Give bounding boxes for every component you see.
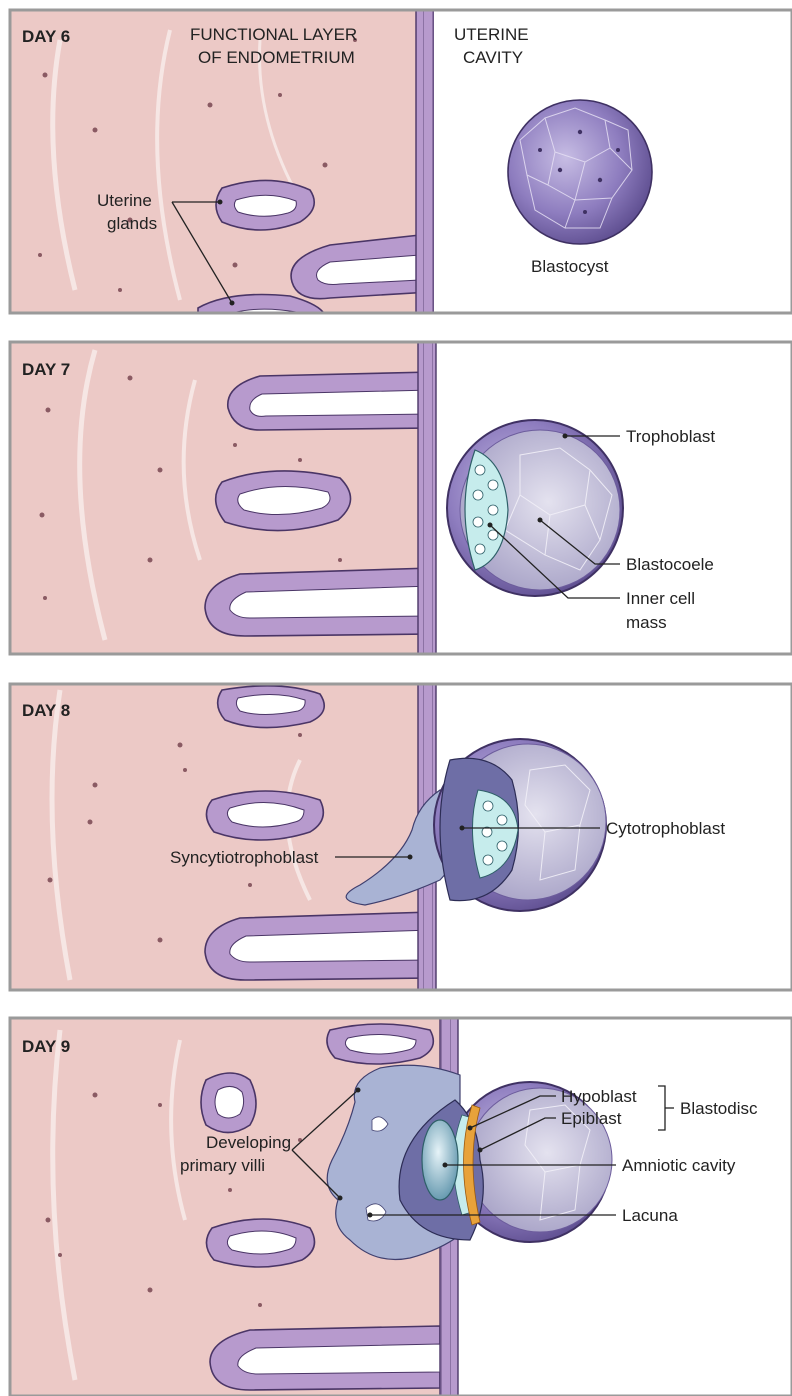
blastocoele-label: Blastocoele: [626, 555, 714, 574]
uterine-cavity-label-line2: CAVITY: [463, 48, 523, 67]
uterine-glands-label-line2: glands: [107, 214, 157, 233]
lacuna-label: Lacuna: [622, 1206, 678, 1225]
blastodisc-label: Blastodisc: [680, 1099, 758, 1118]
developing-primary-villi-label-line2: primary villi: [180, 1156, 265, 1175]
uterine-cavity-label-line1: UTERINE: [454, 25, 529, 44]
inner-cell-mass-label-line2: mass: [626, 613, 667, 632]
surface-epithelium: [416, 10, 434, 313]
cytotrophoblast-label: Cytotrophoblast: [606, 819, 725, 838]
blastocyst-implanting: [434, 739, 606, 911]
surface-epithelium: [418, 342, 436, 654]
day-9-label: DAY 9: [22, 1037, 70, 1056]
blastocyst-label: Blastocyst: [531, 257, 609, 276]
day-6-label: DAY 6: [22, 27, 70, 46]
blastocyst-attaching: [447, 420, 623, 596]
uterine-glands-label-line1: Uterine: [97, 191, 152, 210]
panel-day-6: [10, 10, 792, 330]
developing-primary-villi-label-line1: Developing: [206, 1133, 291, 1152]
hypoblast-label: Hypoblast: [561, 1087, 637, 1106]
syncytiotrophoblast-label: Syncytiotrophoblast: [170, 848, 319, 867]
trophoblast-label: Trophoblast: [626, 427, 715, 446]
day-8-label: DAY 8: [22, 701, 70, 720]
amniotic-cavity-label: Amniotic cavity: [622, 1156, 736, 1175]
day-7-label: DAY 7: [22, 360, 70, 379]
amniotic-cavity: [422, 1120, 458, 1200]
epiblast-label: Epiblast: [561, 1109, 622, 1128]
blastocyst: [508, 100, 652, 244]
functional-layer-label-line1: FUNCTIONAL LAYER: [190, 25, 357, 44]
inner-cell-mass-label-line1: Inner cell: [626, 589, 695, 608]
functional-layer-label-line2: OF ENDOMETRIUM: [198, 48, 355, 67]
